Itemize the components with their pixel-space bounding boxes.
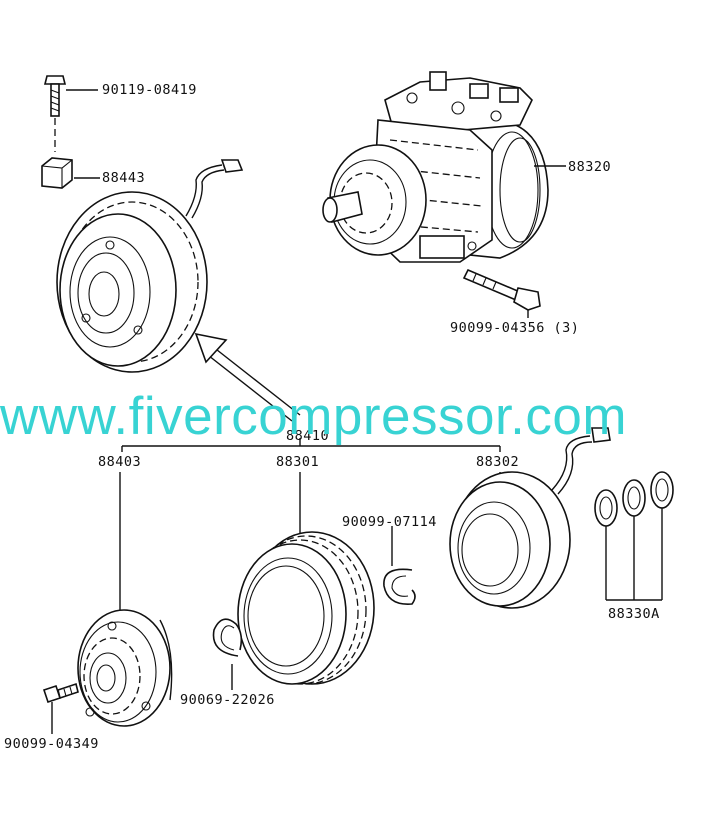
label-88403: 88403 [98, 454, 141, 470]
hub-88403 [77, 472, 173, 727]
label-88410: 88410 [286, 428, 329, 444]
label-88320: 88320 [568, 159, 611, 175]
label-88302: 88302 [476, 454, 519, 470]
block-88443 [41, 157, 100, 189]
watermark: www.fivercompressor.com [0, 387, 627, 446]
arrow-to-clutch [194, 332, 301, 422]
label-90069-22026: 90069-22026 [180, 692, 275, 708]
bolt-90099-04356 [462, 268, 541, 318]
bolt-90119-08419 [43, 75, 98, 152]
label-88443: 88443 [102, 170, 145, 186]
label-90099-04349: 90099-04349 [4, 736, 99, 752]
bolt-90099-04349 [42, 682, 79, 734]
group-bracket-88410 [121, 438, 501, 452]
snap-ring-90069-22026 [212, 618, 243, 690]
compressor-88320 [322, 71, 566, 263]
label-90099-04356: 90099-04356 (3) [450, 320, 579, 336]
clutch-assembly-88410 [56, 159, 244, 373]
shims-88330A [594, 471, 674, 601]
pulley-88301 [237, 472, 375, 685]
snap-ring-90099-07114 [383, 526, 416, 605]
label-88330A: 88330A [608, 606, 660, 622]
label-88301: 88301 [276, 454, 319, 470]
coil-88302 [449, 427, 611, 609]
label-90099-07114: 90099-07114 [342, 514, 437, 530]
label-90119-08419: 90119-08419 [102, 82, 197, 98]
